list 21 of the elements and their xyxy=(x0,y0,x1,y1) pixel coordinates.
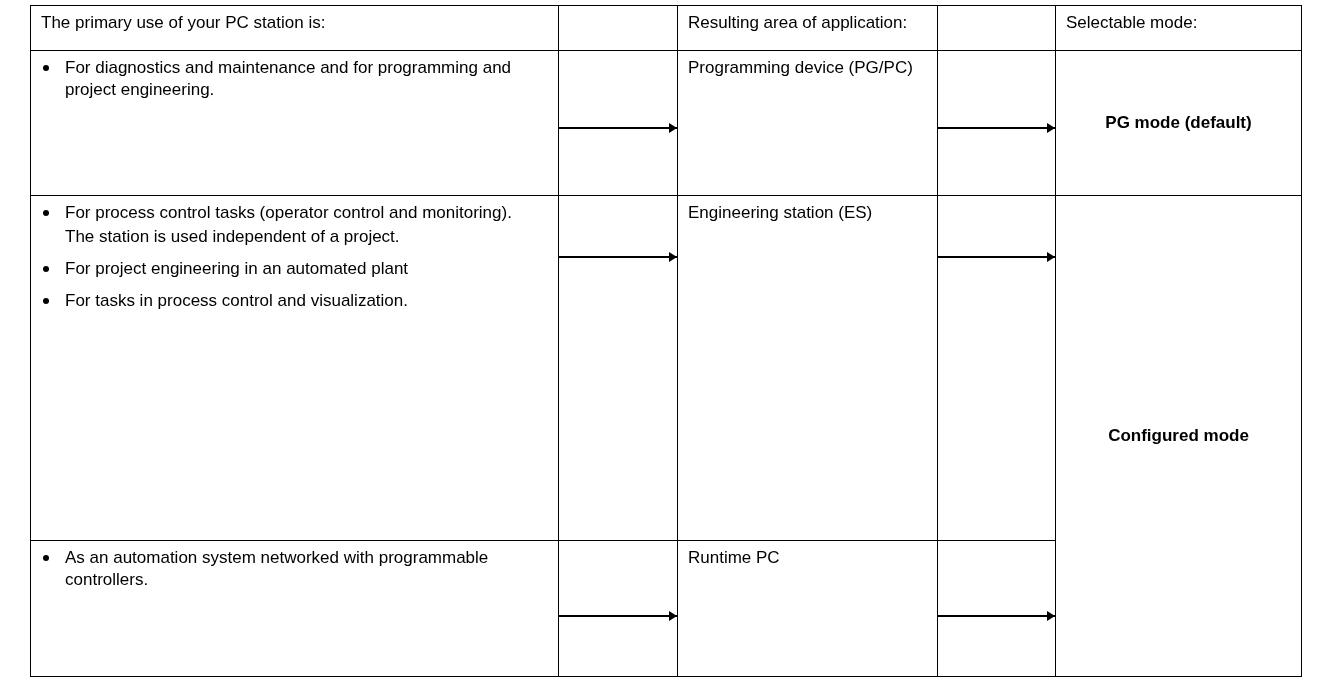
cell-text: Engineering station (ES) xyxy=(688,203,873,222)
cell-text: Configured mode xyxy=(1108,426,1249,446)
bullet-item: As an automation system networked with programmable controllers. xyxy=(65,547,490,592)
bullet-item: For process control tasks (operator control and monitoring). xyxy=(65,202,513,224)
arrow xyxy=(937,252,1056,262)
arrow xyxy=(558,611,678,621)
table-cell xyxy=(1055,195,1302,677)
bullet-item: For diagnostics and maintenance and for programming and project engineering. xyxy=(65,57,513,102)
column-header: Selectable mode: xyxy=(1055,5,1302,51)
column-header: The primary use of your PC station is: xyxy=(30,5,559,51)
arrow xyxy=(558,252,678,262)
cell-text: Programming device (PG/PC) xyxy=(688,58,913,77)
bullet-item: For project engineering in an automated plant xyxy=(65,258,410,281)
arrow xyxy=(937,611,1056,621)
arrow xyxy=(937,123,1056,133)
table-cell xyxy=(30,540,559,677)
cell-text: PG mode (default) xyxy=(1105,113,1252,133)
bullet-item: For tasks in process control and visualization. xyxy=(65,290,409,313)
cell-text: Runtime PC xyxy=(688,548,780,567)
cell-text: The station is used independent of a project. xyxy=(64,226,401,249)
arrow xyxy=(558,123,678,133)
